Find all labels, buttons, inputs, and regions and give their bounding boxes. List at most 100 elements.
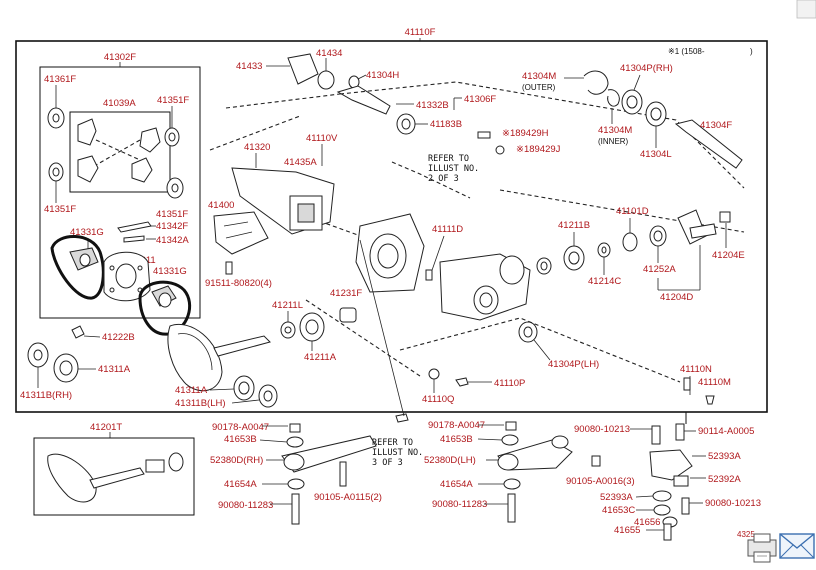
label-41304F: 41304F <box>700 120 732 131</box>
label-41110N: 41110N <box>680 364 712 375</box>
label-41201T: 41201T <box>90 422 122 433</box>
label-41211B: 41211B <box>558 220 590 231</box>
bolt-90080-10213-a <box>651 425 661 445</box>
ring-gear <box>167 323 223 392</box>
note-top: ※1 (1508- <box>668 47 705 56</box>
nut-90178-b <box>505 421 517 431</box>
label-41433: 41433 <box>236 61 262 72</box>
gasket-41110Q <box>428 368 440 380</box>
bolt-91511 <box>225 261 233 275</box>
label-41311BRH: 41311B(RH) <box>20 390 72 401</box>
label-189429H: ※189429H <box>502 128 549 139</box>
nut-90114 <box>675 423 685 441</box>
pin-41342F <box>117 221 152 233</box>
label-52392A: 52392A <box>708 474 741 485</box>
label-41653B-b: 41653B <box>440 434 473 445</box>
spline-coupling-41433 <box>287 53 319 85</box>
email-icon[interactable] <box>779 533 815 559</box>
spacer-kit <box>145 459 165 473</box>
nut-41204E <box>719 211 731 223</box>
label-41304M-inner: 41304M <box>598 125 632 136</box>
input-shaft-41332B <box>336 85 391 115</box>
label-41111D: 41111D <box>432 224 463 235</box>
label-41332B: 41332B <box>416 100 449 111</box>
label-41342F: 41342F <box>156 221 188 232</box>
bushing-41654A-b <box>503 478 521 490</box>
axle-shaft-41304F <box>674 119 743 169</box>
label-41110P: 41110P <box>494 378 525 389</box>
label-41654A-a: 41654A <box>224 479 257 490</box>
bracket-52393A <box>649 449 693 481</box>
print-icon[interactable] <box>747 533 777 563</box>
plug-41110P <box>455 377 469 387</box>
highlight-circle-right <box>138 280 192 336</box>
label-41252A: 41252A <box>643 264 676 275</box>
label-52393A-b: 52393A <box>600 492 633 503</box>
label-41311BLH: 41311B(LH) <box>175 398 226 409</box>
label-41311A-b: 41311A <box>175 385 208 396</box>
label-90080-11283-b: 90080-11283 <box>432 499 487 510</box>
label-outer: (OUTER) <box>522 83 556 92</box>
label-41101D: 41101D <box>616 206 649 217</box>
side-gear-1 <box>77 155 99 183</box>
label-41656: 41656 <box>634 517 660 528</box>
label-41302F: 41302F <box>104 52 136 63</box>
nut-90178-a <box>289 423 301 433</box>
bushing-41654A-a <box>287 478 305 490</box>
actuator-41400 <box>213 211 269 255</box>
label-41304PLH: 41304P(LH) <box>548 359 599 370</box>
sleeve-41231F <box>339 307 357 323</box>
window-control[interactable] <box>796 0 816 19</box>
pinion-kit-box <box>69 111 171 193</box>
bushing-41653B-b <box>501 434 519 446</box>
bolt-90105-A0115 <box>339 461 347 487</box>
label-41306F: 41306F <box>464 94 496 105</box>
pinion-gear-2 <box>139 127 161 153</box>
label-41342A: 41342A <box>156 235 189 246</box>
label-41039A: 41039A <box>103 98 136 109</box>
label-41653C: 41653C <box>602 505 635 516</box>
label-41110F: 41110F <box>405 27 436 38</box>
bolt-41655 <box>663 523 672 541</box>
label-inner: (INNER) <box>598 137 629 146</box>
snap-ring-inner <box>607 89 620 107</box>
ring-gear-kit <box>47 453 97 503</box>
label-41304H: 41304H <box>366 70 399 81</box>
label-90080-10213-a: 90080-10213 <box>574 424 630 435</box>
ring-pinion-kit-box <box>33 437 195 516</box>
label-90178-a: 90178-A0047 <box>212 422 269 433</box>
snap-ring-outer <box>583 70 609 95</box>
carrier-flange <box>289 195 323 231</box>
label-90178-b: 90178-A0047 <box>428 420 485 431</box>
bolt-90080-11283-a <box>291 493 300 525</box>
label-41655: 41655 <box>614 525 640 536</box>
label-41654A-b: 41654A <box>440 479 473 490</box>
refer-top-line3: 2 OF 3 <box>428 174 459 184</box>
note-top-end: ) <box>750 47 753 56</box>
side-gear-2 <box>131 157 153 183</box>
label-52393A-a: 52393A <box>708 451 741 462</box>
label-41231F: 41231F <box>330 288 362 299</box>
label-41110V: 41110V <box>306 133 338 144</box>
label-41110Q: 41110Q <box>422 394 454 405</box>
label-41331G-b: 41331G <box>153 266 187 277</box>
bolt-41222B <box>71 325 85 339</box>
label-52380DRH: 52380D(RH) <box>210 455 263 466</box>
label-41211A: 41211A <box>304 352 337 363</box>
label-41653B-a: 41653B <box>224 434 257 445</box>
label-41183B: 41183B <box>430 119 462 130</box>
refer-bottom-line3: 3 OF 3 <box>372 458 403 468</box>
label-41351F-a: 41351F <box>157 95 189 106</box>
label-41311A: 41311A <box>98 364 131 375</box>
label-41110M: 41110M <box>698 377 731 388</box>
label-52380DLH: 52380D(LH) <box>424 455 476 466</box>
label-41304L: 41304L <box>640 149 672 160</box>
label-90105-A0016: 90105-A0016(3) <box>566 476 635 487</box>
bushing-41653B-a <box>286 436 304 448</box>
label-41304M-outer: 41304M <box>522 71 556 82</box>
label-91511: 91511-80820(4) <box>205 278 272 289</box>
label-41351F-c: 41351F <box>156 209 188 220</box>
refer-top-line1: REFER TO <box>428 154 469 164</box>
bolt-90105-A0016 <box>591 455 601 467</box>
